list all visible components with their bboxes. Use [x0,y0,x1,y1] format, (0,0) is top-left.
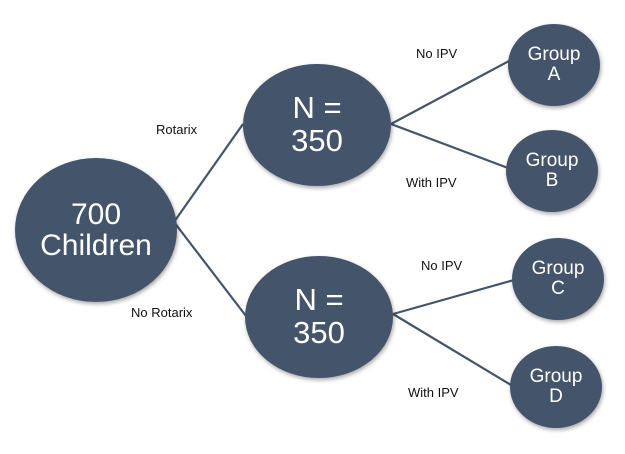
connector-no-rotarix-to-group-d [392,313,512,386]
node-group-d: Group D [510,346,602,428]
node-root-line2: Children [40,229,152,262]
node-group-b: Group B [506,130,598,212]
node-rotarix-arm: N = 350 [243,64,391,186]
edge-label-group-b: With IPV [406,175,457,190]
edge-label-no-rotarix: No Rotarix [131,305,193,320]
connector-root-to-rotarix [173,123,244,223]
node-no-rotarix-line1: N = [294,282,344,318]
edge-label-group-d: With IPV [408,385,459,400]
node-rotarix-line2: 350 [291,123,343,158]
node-group-b-line1: Group [525,150,579,172]
connector-rotarix-to-group-b [390,122,509,170]
node-group-d-line1: Group [529,366,583,388]
node-group-c: Group C [512,238,604,320]
node-group-a-line1: Group [527,44,581,66]
connector-no-rotarix-to-group-c [392,278,515,316]
node-no-rotarix-line2: 350 [293,315,345,350]
node-700-children: 700 Children [15,158,177,302]
node-group-d-line2: D [549,386,563,407]
edge-label-group-c: No IPV [421,258,463,273]
connector-root-to-no-rotarix [173,221,247,317]
node-rotarix-line1: N = [292,90,342,126]
connector-rotarix-to-group-a [390,60,510,125]
edge-label-rotarix: Rotarix [156,122,198,137]
node-group-a-line2: A [547,64,561,85]
node-group-a: Group A [508,24,600,106]
node-root-line1: 700 [70,197,122,231]
node-group-c-line2: C [551,278,565,299]
node-no-rotarix-arm: N = 350 [245,256,393,378]
edge-label-group-a: No IPV [416,46,458,61]
node-group-b-line2: B [545,170,559,191]
node-group-c-line1: Group [531,258,585,280]
